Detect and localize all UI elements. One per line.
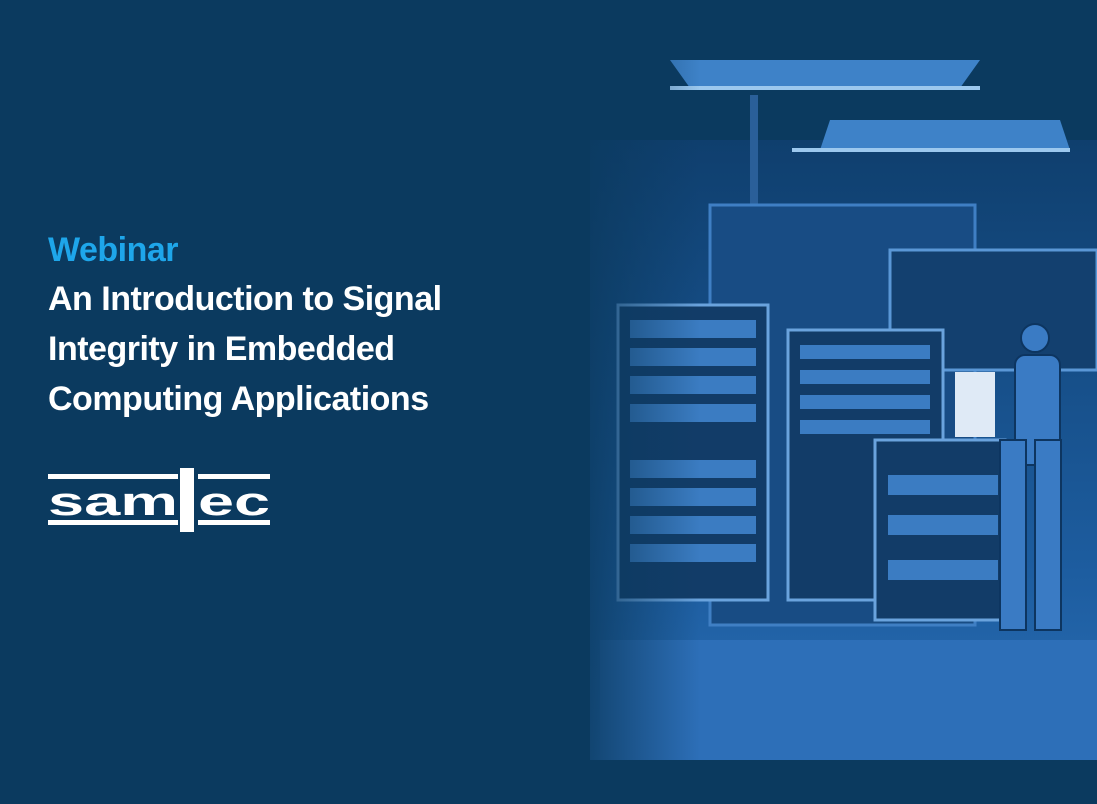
svg-text:ec: ec xyxy=(198,480,270,524)
webinar-label: Webinar xyxy=(48,231,179,269)
monitor-wall xyxy=(888,248,1097,372)
ceiling-light xyxy=(820,120,1070,150)
hero-text: Webinar An Introduction to Signal Integr… xyxy=(48,228,442,424)
samtec-logo: sam ec xyxy=(48,468,270,532)
svg-text:sam: sam xyxy=(48,480,178,524)
server-room-illustration xyxy=(590,0,1097,804)
engineer-figure xyxy=(999,323,1062,631)
title-line: Integrity in Embedded xyxy=(48,330,395,368)
ceiling-light xyxy=(670,60,980,88)
title-line: Computing Applications xyxy=(48,380,429,418)
image-fade xyxy=(560,0,700,804)
title-line: An Introduction to Signal xyxy=(48,280,442,318)
screen xyxy=(955,372,995,437)
webinar-title: An Introduction to Signal Integrity in E… xyxy=(48,274,442,424)
